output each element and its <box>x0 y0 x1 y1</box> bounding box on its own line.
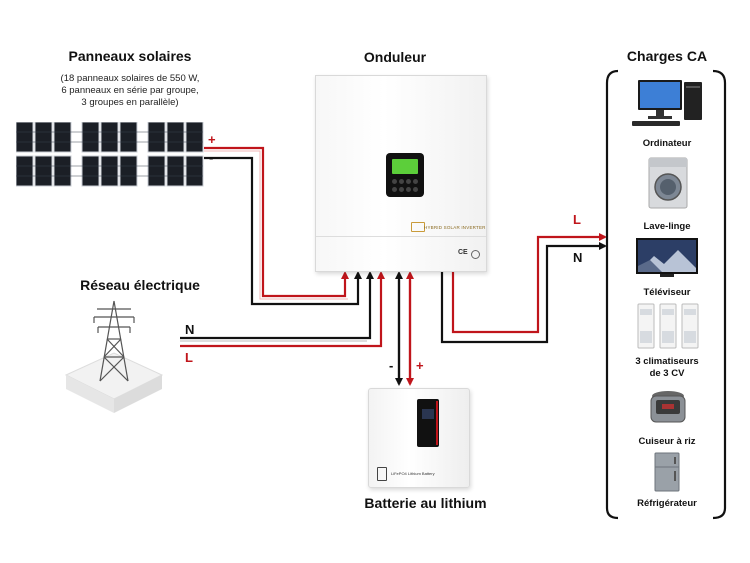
load-label-climatiseurs: 3 climatiseurs de 3 CV <box>612 356 722 380</box>
ac-n-label: N <box>573 250 583 265</box>
inverter-brand-text: HYBRID SOLAR INVERTER <box>424 225 486 230</box>
battery-logo-icon <box>377 467 387 481</box>
battery-plus-label: + <box>416 358 424 373</box>
air-conditioner-icon <box>637 303 699 349</box>
grid-line-wire <box>180 271 385 348</box>
power-tower-icon <box>64 300 164 413</box>
load-label-televiseur: Téléviseur <box>643 287 691 298</box>
load-label-refrigerateur: Réfrigérateur <box>637 498 697 509</box>
load-label-ordinateur: Ordinateur <box>642 138 692 149</box>
solar-note-line-1: (18 panneaux solaires de 550 W, <box>60 73 200 84</box>
solar-minus-label: - <box>209 150 214 165</box>
grid-title: Réseau électrique <box>80 277 200 293</box>
solar-note-line-3: 3 groupes en parallèle) <box>81 97 179 108</box>
battery-minus-label: - <box>389 358 394 373</box>
ac-loads-bracket <box>605 69 727 520</box>
inverter-title: Onduleur <box>363 49 427 65</box>
solar-panel-array <box>16 122 204 187</box>
grid-n-label: N <box>185 322 195 337</box>
inverter-box: HYBRID SOLAR INVERTER CE <box>315 75 487 272</box>
load-label-lave-linge: Lave-linge <box>643 221 691 232</box>
load-label-climatiseurs-line-2: de 3 CV <box>649 368 685 379</box>
ac-loads-title: Charges CA <box>626 48 708 64</box>
solar-negative-wire <box>204 156 362 306</box>
load-label-climatiseurs-line-1: 3 climatiseurs <box>635 356 699 367</box>
inverter-logo-icon <box>411 222 425 232</box>
solar-panels-note: (18 panneaux solaires de 550 W, 6 pannea… <box>30 73 230 109</box>
solar-panels-title: Panneaux solaires <box>68 48 192 64</box>
refrigerator-icon <box>654 452 680 492</box>
ac-neutral-wire <box>440 242 607 344</box>
inverter-display-panel <box>386 153 424 197</box>
computer-icon <box>632 80 702 126</box>
load-label-cuiseur: Cuiseur à riz <box>638 436 696 447</box>
battery-title: Batterie au lithium <box>364 495 487 511</box>
solar-note-line-2: 6 panneaux en série par groupe, <box>61 85 199 96</box>
solar-plus-label: + <box>208 132 216 147</box>
solar-positive-wire <box>204 146 349 300</box>
inverter-lcd-screen <box>392 159 418 174</box>
grid-l-label: L <box>185 350 193 365</box>
ac-l-label: L <box>573 212 581 227</box>
rice-cooker-icon <box>650 391 686 423</box>
washing-machine-icon <box>648 157 688 209</box>
lithium-battery-box: LiFePO4 Lithium Battery <box>368 388 470 488</box>
battery-display-panel <box>417 399 439 447</box>
certification-icon <box>471 250 480 259</box>
tv-icon <box>636 238 698 277</box>
inverter-ce-mark: CE <box>458 249 468 256</box>
battery-brand-text: LiFePO4 Lithium Battery <box>391 471 435 476</box>
grid-neutral-wire <box>180 271 374 342</box>
ac-line-wire <box>451 233 607 334</box>
